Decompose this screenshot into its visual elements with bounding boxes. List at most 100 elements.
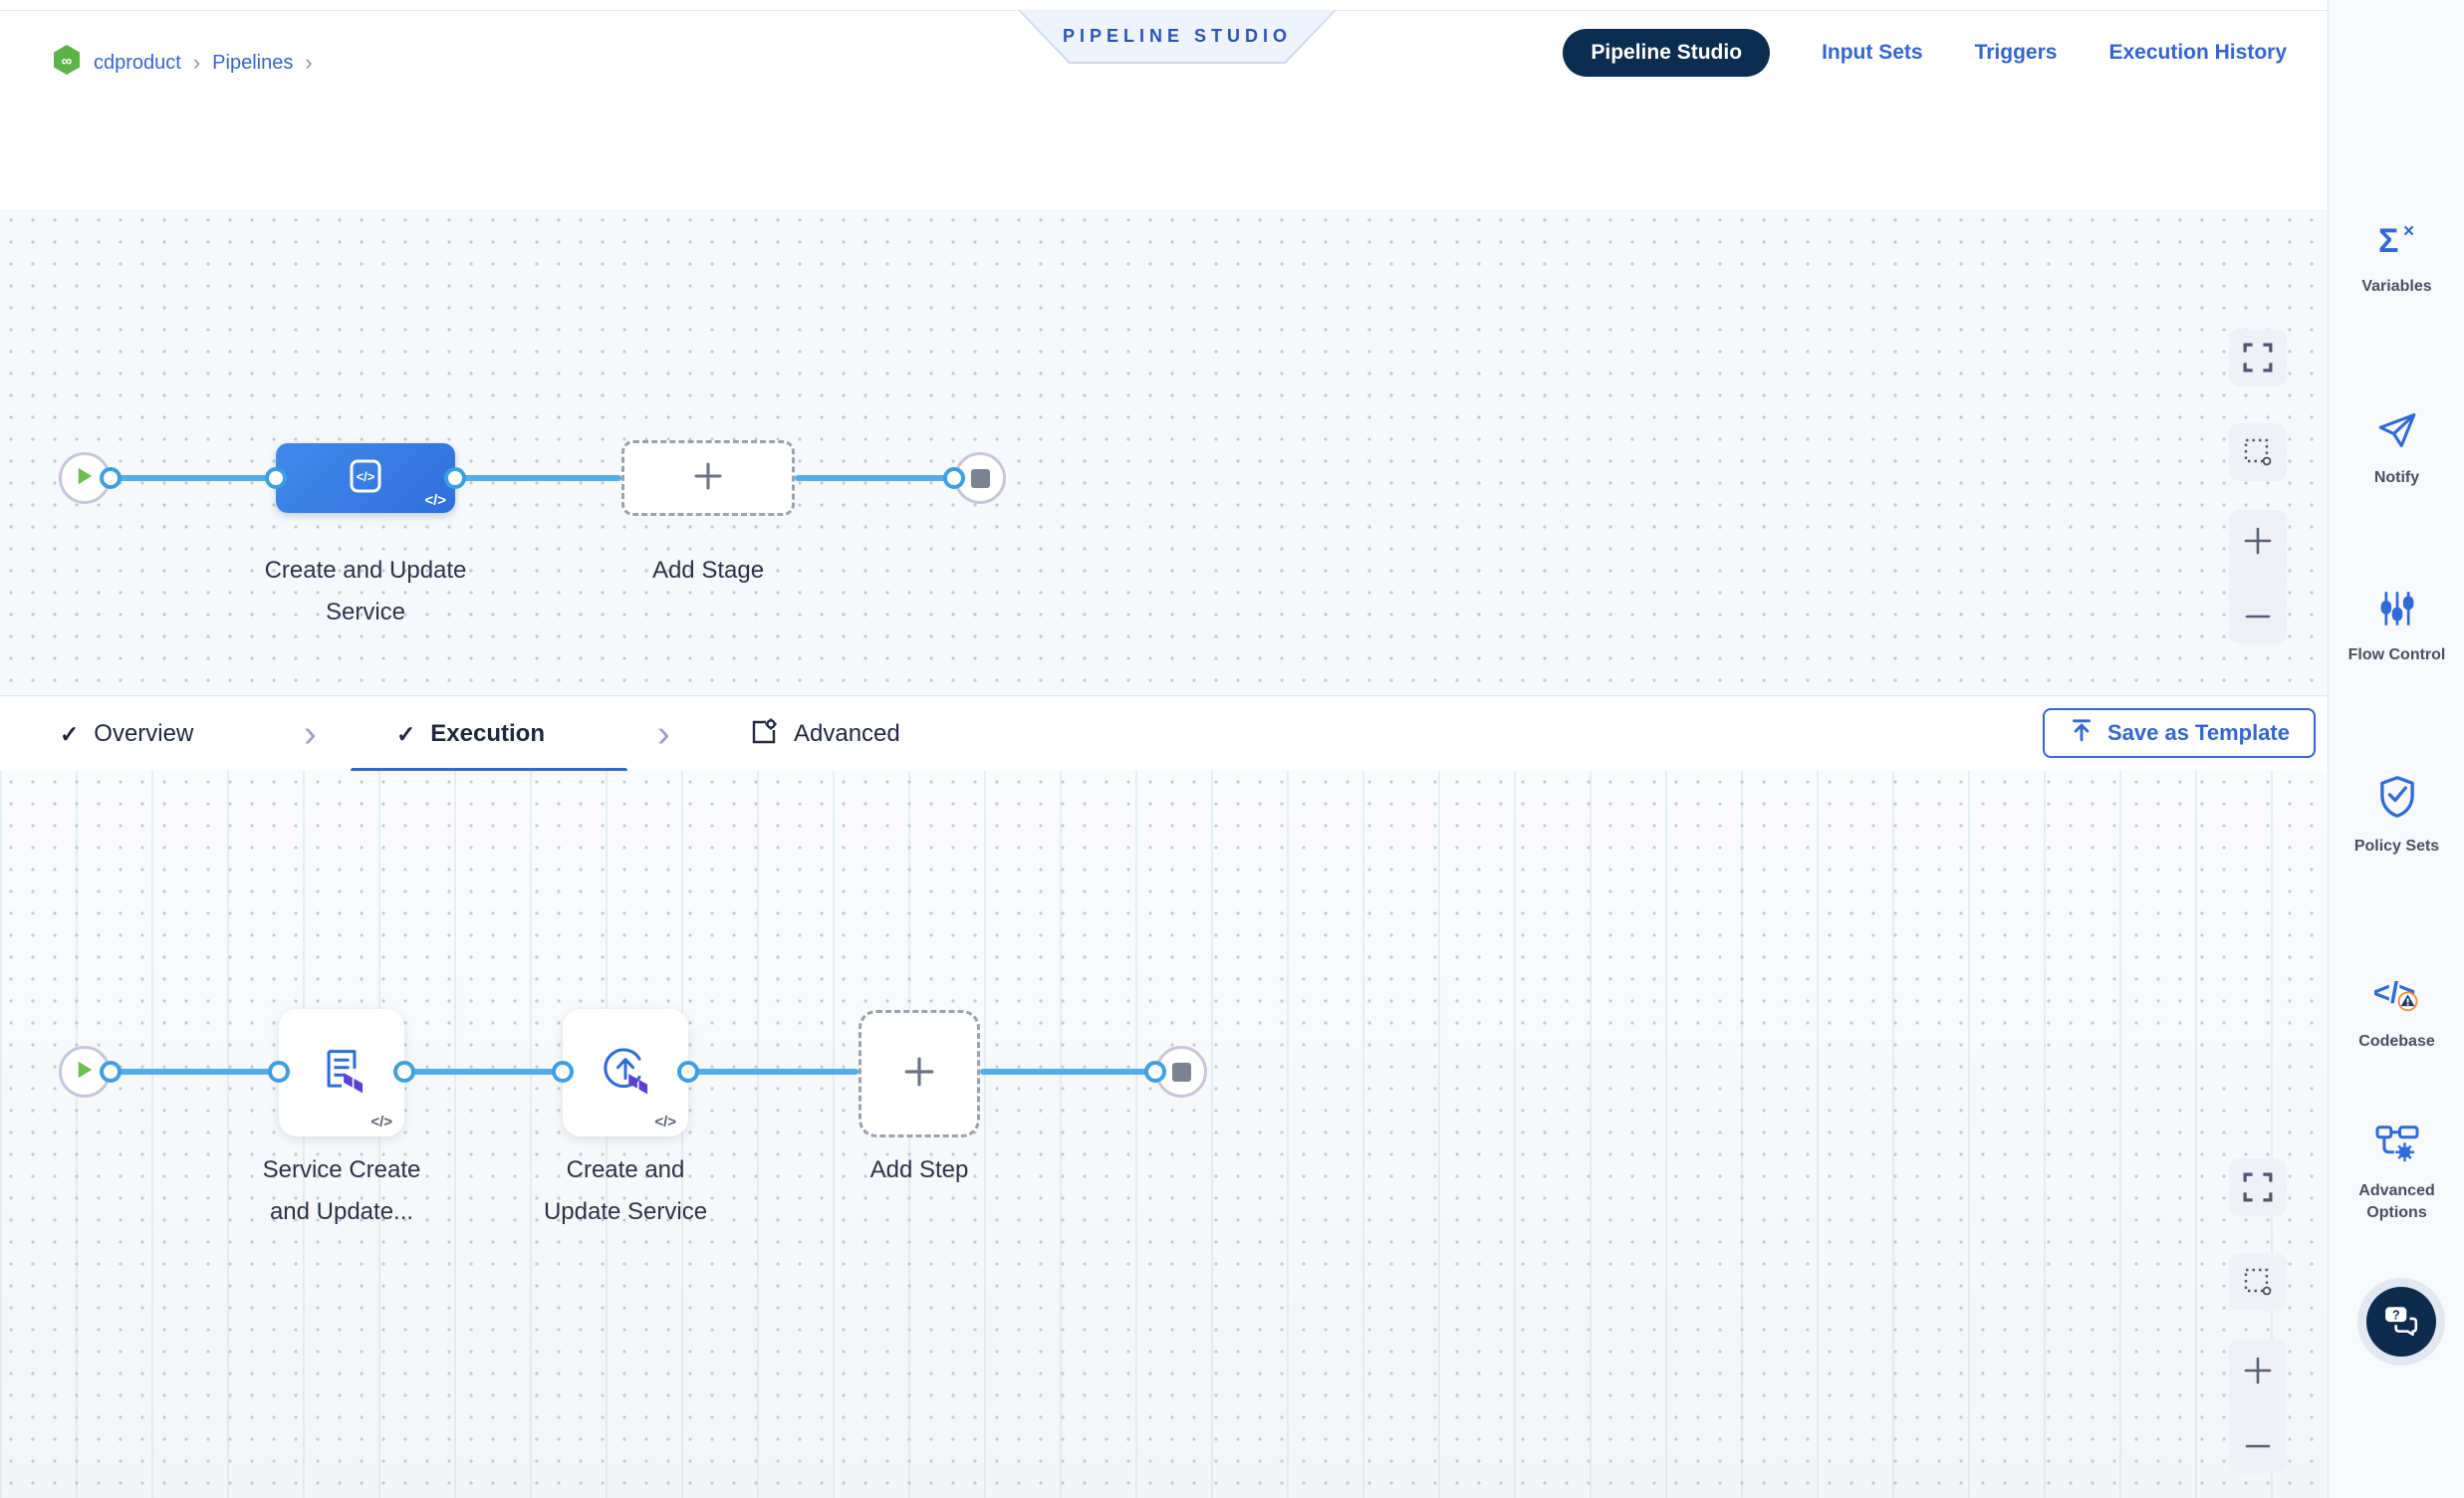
breadcrumb-project[interactable]: cdproduct — [94, 51, 181, 74]
plus-icon — [902, 1055, 936, 1094]
connector-endpoint[interactable] — [100, 467, 122, 489]
sidebar-label: Variables — [2361, 278, 2432, 295]
stop-icon — [1171, 1062, 1191, 1082]
svg-text:×: × — [2403, 221, 2414, 242]
tab-overview-label: Overview — [94, 720, 194, 747]
tab-execution-label: Execution — [430, 720, 545, 747]
step2-label: Create and Update Service — [543, 1156, 708, 1225]
zoom-controls — [2229, 510, 2287, 643]
advanced-options-flow-gear-icon — [2374, 1124, 2420, 1168]
notify-paper-plane-icon — [2376, 410, 2418, 455]
add-step-button[interactable] — [859, 1010, 980, 1137]
selection-marquee-button[interactable] — [2229, 423, 2287, 481]
stage-canvas[interactable]: </> </> Create and Update Service Add St… — [0, 209, 2328, 695]
custom-stage-icon: </> — [344, 454, 387, 503]
chevron-right-icon: › — [304, 712, 317, 755]
fullscreen-button[interactable] — [2229, 1158, 2287, 1216]
step-node-service-create-update[interactable]: </> — [279, 1009, 404, 1136]
sidebar-item-notify[interactable]: Notify — [2329, 410, 2464, 489]
upload-icon — [2069, 717, 2094, 749]
connector-endpoint[interactable] — [265, 467, 287, 489]
codebase-warning-icon: </> — [2371, 974, 2423, 1019]
top-bar: ∞ cdproduct › Pipelines › PIPELINE STUDI… — [0, 0, 2328, 108]
connector-line — [455, 475, 621, 481]
tab-triggers[interactable]: Triggers — [1974, 41, 2058, 64]
help-chat-button[interactable]: ? — [2366, 1287, 2436, 1357]
advanced-tab-icon — [749, 717, 779, 752]
svg-text:?: ? — [2392, 1308, 2400, 1322]
save-as-template-label: Save as Template — [2106, 720, 2290, 745]
save-as-template-button[interactable]: Save as Template — [2042, 708, 2316, 758]
play-icon — [76, 1060, 94, 1085]
breadcrumb: ∞ cdproduct › Pipelines › — [52, 44, 313, 82]
connector-endpoint[interactable] — [943, 467, 965, 489]
stop-icon — [970, 468, 990, 488]
terraform-apply-step-icon — [598, 1043, 653, 1104]
connector-line — [404, 1069, 563, 1075]
sidebar-label: Notify — [2373, 469, 2420, 486]
connector-line — [688, 1069, 859, 1075]
add-stage-label: Add Stage — [651, 557, 765, 584]
connector-endpoint[interactable] — [268, 1061, 290, 1083]
tab-pipeline-studio[interactable]: Pipeline Studio — [1563, 29, 1771, 77]
sidebar-item-policy-sets[interactable]: Policy Sets — [2329, 775, 2464, 858]
breadcrumb-pipelines[interactable]: Pipelines — [212, 51, 294, 74]
chat-question-icon: ? — [2383, 1304, 2419, 1341]
tab-input-sets[interactable]: Input Sets — [1822, 41, 1923, 64]
add-stage-button[interactable] — [621, 440, 795, 516]
sidebar-item-variables[interactable]: Σ× Variables — [2329, 221, 2464, 298]
banner-label: PIPELINE STUDIO — [1062, 25, 1293, 46]
code-badge: </> — [370, 1114, 392, 1130]
pipeline-studio-banner: PIPELINE STUDIO — [1018, 10, 1337, 64]
connector-endpoint[interactable] — [393, 1061, 415, 1083]
zoom-out-button[interactable] — [2243, 1439, 2273, 1457]
stage-config-tabbar: ✓ Overview › ✓ Execution › Advanced Save — [0, 695, 2328, 773]
sidebar-item-codebase[interactable]: </> Codebase — [2329, 974, 2464, 1053]
connector-endpoint[interactable] — [677, 1061, 699, 1083]
zoom-in-button[interactable] — [2243, 1356, 2273, 1390]
breadcrumb-separator: › — [305, 50, 313, 75]
tab-advanced-label: Advanced — [794, 720, 900, 747]
connector-line — [980, 1069, 1155, 1075]
check-icon: ✓ — [60, 720, 80, 747]
sidebar-label: Codebase — [2358, 1033, 2435, 1050]
svg-text:</>: </> — [357, 469, 375, 484]
tab-overview[interactable]: ✓ Overview — [60, 696, 193, 772]
connector-endpoint[interactable] — [100, 1061, 122, 1083]
stage-node-create-update-service[interactable]: </> </> — [276, 443, 455, 513]
check-icon: ✓ — [396, 720, 416, 747]
connector-line — [111, 475, 276, 481]
zoom-in-button[interactable] — [2243, 526, 2273, 561]
code-badge: </> — [654, 1114, 676, 1130]
active-tab-underline — [351, 768, 627, 773]
breadcrumb-separator: › — [192, 50, 201, 75]
flow-control-sliders-icon — [2378, 590, 2416, 632]
connector-endpoint[interactable] — [552, 1061, 574, 1083]
sidebar-item-advanced-options[interactable]: Advanced Options — [2329, 1124, 2464, 1223]
fullscreen-button[interactable] — [2229, 329, 2287, 386]
sidebar-label: Policy Sets — [2353, 838, 2440, 855]
chevron-right-icon: › — [657, 712, 670, 755]
tab-execution[interactable]: ✓ Execution — [396, 696, 545, 772]
zoom-controls — [2229, 1340, 2287, 1473]
connector-endpoint[interactable] — [444, 467, 466, 489]
tab-advanced[interactable]: Advanced — [749, 696, 900, 772]
selection-marquee-button[interactable] — [2229, 1253, 2287, 1311]
project-logo-icon[interactable]: ∞ — [52, 44, 82, 82]
right-sidebar: Σ× Variables Notify Flow Control Policy … — [2328, 0, 2464, 1498]
sidebar-label: Advanced Options — [2358, 1182, 2435, 1221]
sidebar-item-flow-control[interactable]: Flow Control — [2329, 590, 2464, 666]
zoom-out-button[interactable] — [2243, 610, 2273, 627]
terraform-plan-step-icon — [314, 1043, 370, 1104]
connector-line — [111, 1069, 279, 1075]
svg-text:Σ: Σ — [2378, 222, 2398, 259]
step-node-create-update-service[interactable]: </> — [563, 1009, 688, 1136]
stage-label: Create and Update Service — [264, 557, 467, 625]
main-area: ∞ cdproduct › Pipelines › PIPELINE STUDI… — [0, 0, 2328, 1498]
tab-execution-history[interactable]: Execution History — [2108, 41, 2287, 64]
connector-line — [795, 475, 954, 481]
play-icon — [76, 466, 94, 491]
connector-endpoint[interactable] — [1144, 1061, 1166, 1083]
execution-canvas[interactable]: </> </> — [0, 771, 2328, 1498]
